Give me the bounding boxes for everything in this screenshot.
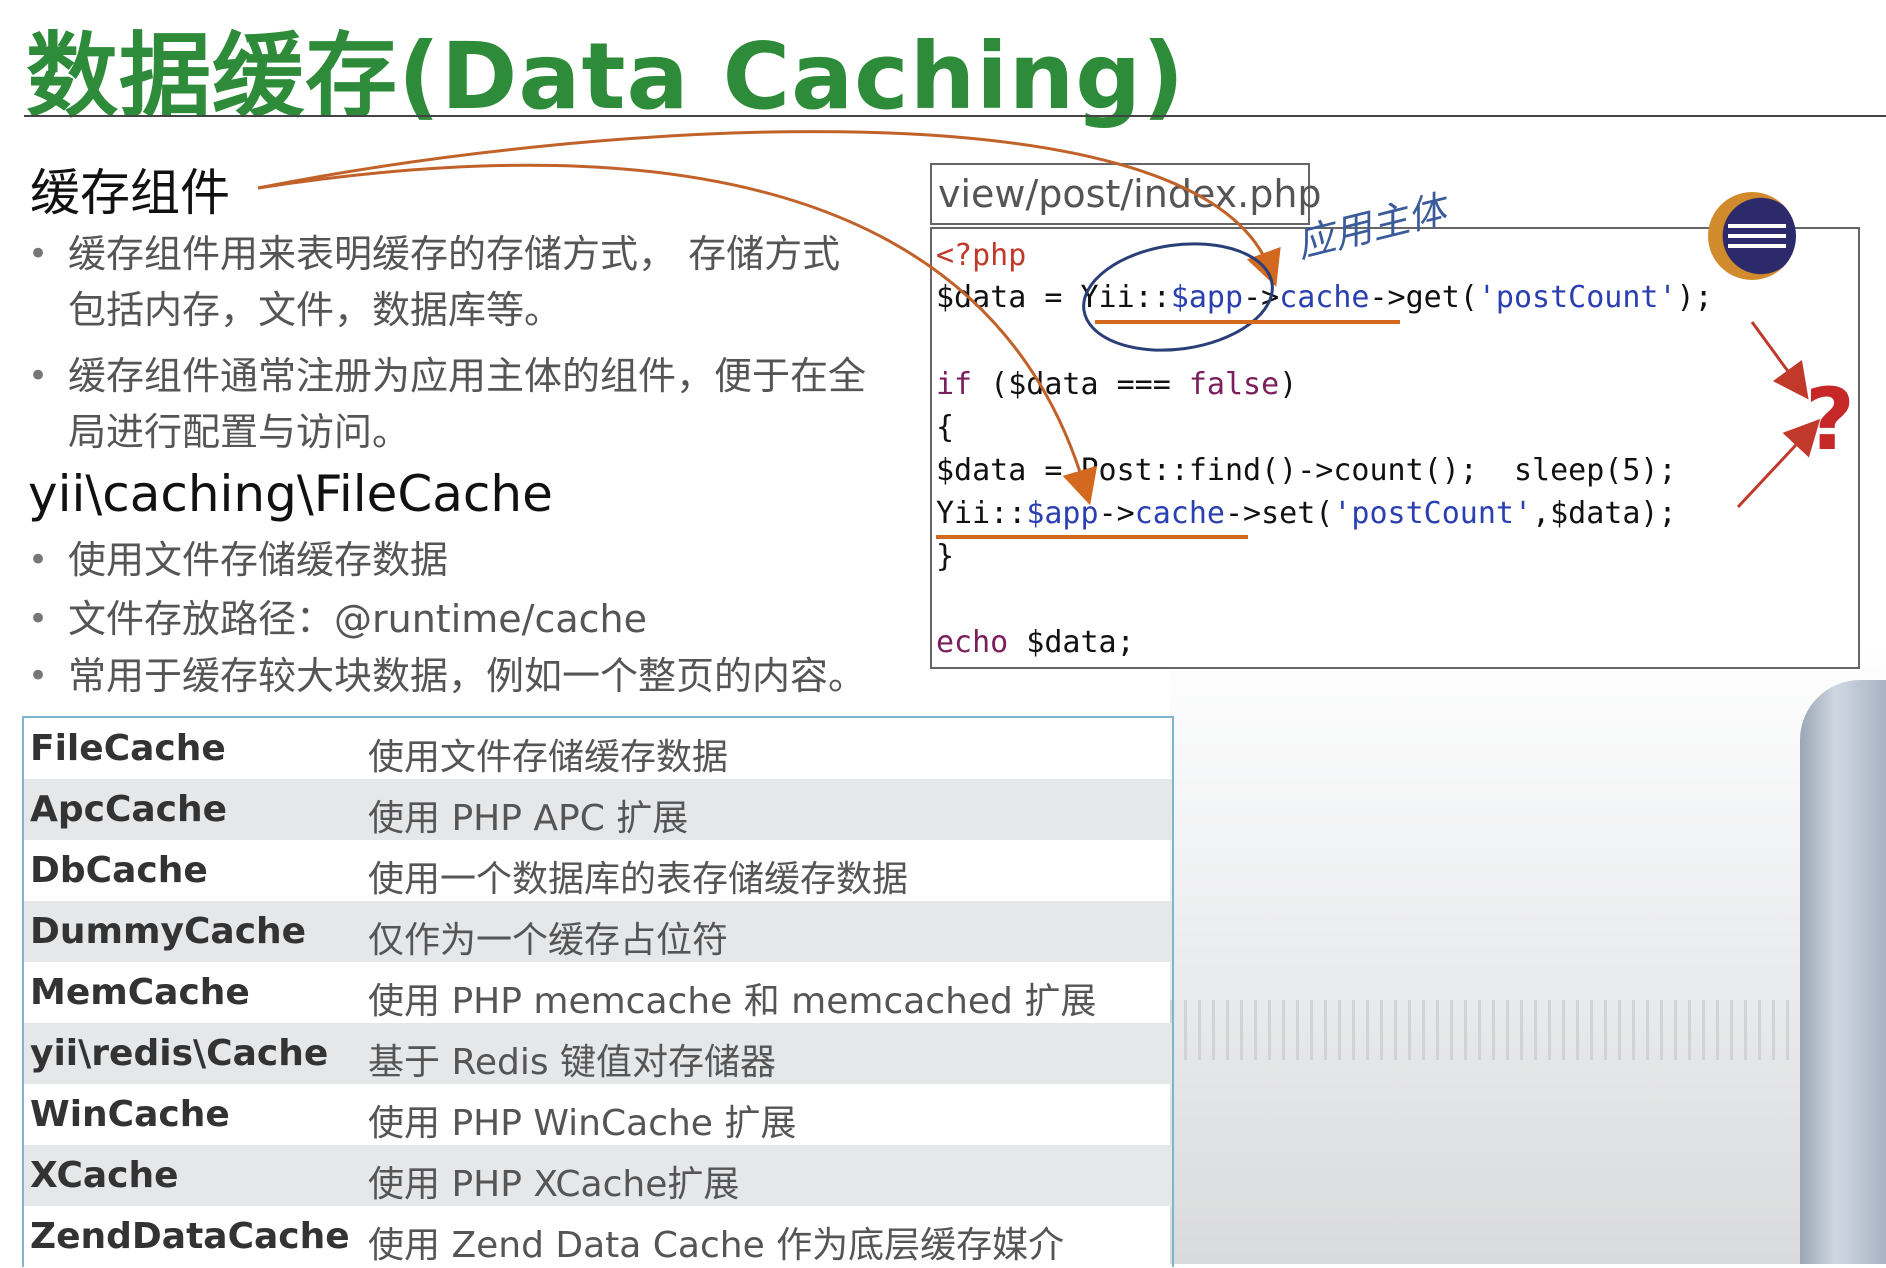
table-cell-name: DbCache [30, 850, 208, 891]
table-cell-name: FileCache [30, 728, 226, 769]
eclipse-icon-stripe [1728, 244, 1786, 248]
table-cell-name: XCache [30, 1155, 179, 1196]
bullet-text: 常用于缓存较大块数据，例如一个整页的内容。 [68, 654, 867, 698]
code-token: cache [1134, 496, 1225, 531]
table-cell-name: ApcCache [30, 789, 228, 830]
table-cell-name: DummyCache [30, 911, 307, 952]
code-line-1: <?php [936, 238, 1026, 273]
table-row: WinCache 使用 PHP WinCache 扩展 [24, 1084, 1172, 1145]
table-cell-name: MemCache [30, 972, 250, 1013]
presenter-image [1800, 680, 1886, 1264]
code-line-8: echo $data; [936, 625, 1135, 660]
table-cell-desc: 使用 PHP memcache 和 memcached 扩展 [368, 981, 1097, 1022]
code-token: ($data === [972, 367, 1189, 402]
table-row: DbCache 使用一个数据库的表存储缓存数据 [24, 840, 1172, 901]
section-heading-filecache: yii\caching\FileCache [28, 465, 553, 523]
table-cell-name: ZendDataCache [30, 1216, 350, 1257]
code-token: -> [1243, 280, 1280, 315]
section-heading-cache-component: 缓存组件 [30, 164, 230, 222]
bullet-dot: • [28, 656, 49, 696]
code-line-3: if ($data === false) [936, 367, 1297, 402]
code-token: ->set( [1225, 496, 1334, 531]
table-cell-name: WinCache [30, 1094, 230, 1135]
code-token: Yii:: [936, 496, 1027, 531]
bullet-dot: • [28, 540, 49, 580]
bullet-dot: • [28, 356, 49, 396]
bullet-item: • 缓存组件用来表明缓存的存储方式， 存储方式 [28, 226, 908, 282]
cache-component-table: FileCache 使用文件存储缓存数据 ApcCache 使用 PHP APC 扩… [22, 716, 1174, 1267]
bullet-item: • 文件存放路径：@runtime/cache [28, 591, 908, 647]
bullet-text: 缓存组件通常注册为应用主体的组件，便于在全 [68, 354, 867, 398]
code-token: 'postCount' [1477, 280, 1677, 315]
eclipse-icon-stripe [1728, 224, 1786, 228]
bullet-text: 局进行配置与访问。 [68, 410, 411, 454]
title-divider [24, 115, 1886, 117]
code-token: ->get( [1369, 280, 1478, 315]
table-row: ZendDataCache 使用 Zend Data Cache 作为底层缓存媒介 [24, 1206, 1172, 1267]
table-cell-desc: 使用文件存储缓存数据 [368, 737, 729, 778]
question-mark: ? [1805, 370, 1855, 470]
code-token: ,$data); [1532, 496, 1677, 531]
code-token: $data = Yii:: [936, 280, 1171, 315]
bullet-dot: • [28, 234, 49, 274]
table-row: yii\redis\Cache 基于 Redis 键值对存储器 [24, 1023, 1172, 1084]
table-row: DummyCache 仅作为一个缓存占位符 [24, 901, 1172, 962]
code-token: echo [936, 625, 1009, 660]
table-cell-desc: 使用 PHP APC 扩展 [368, 798, 689, 839]
code-line-6: Yii::$app->cache->set('postCount',$data)… [936, 496, 1677, 531]
eclipse-icon [1708, 192, 1796, 280]
code-token: cache [1279, 280, 1370, 315]
code-token: $data; [1008, 625, 1135, 660]
code-token: -> [1098, 496, 1135, 531]
background-photo [1170, 640, 1886, 1264]
table-cell-desc: 使用 PHP XCache扩展 [368, 1164, 740, 1205]
code-line-2: $data = Yii::$app->cache->get('postCount… [936, 280, 1713, 315]
bullet-text: 包括内存，文件，数据库等。 [68, 288, 563, 332]
table-cell-name: yii\redis\Cache [30, 1033, 329, 1074]
table-row: XCache 使用 PHP XCache扩展 [24, 1145, 1172, 1206]
table-cell-desc: 基于 Redis 键值对存储器 [368, 1042, 777, 1083]
code-token: 'postCount' [1333, 496, 1533, 531]
bullet-text: 文件存放路径：@runtime/cache [68, 597, 647, 641]
code-token: <?php [936, 238, 1027, 273]
code-line-4: { [936, 410, 955, 445]
bullet-text: 使用文件存储缓存数据 [68, 538, 449, 582]
bullet-continuation: 包括内存，文件，数据库等。 [28, 282, 908, 338]
code-line-7: } [936, 539, 955, 574]
bullet-item: • 使用文件存储缓存数据 [28, 532, 908, 588]
code-token: ); [1676, 280, 1713, 315]
bullet-item: • 缓存组件通常注册为应用主体的组件，便于在全 [28, 348, 908, 404]
table-cell-desc: 使用 PHP WinCache 扩展 [368, 1103, 797, 1144]
table-cell-desc: 仅作为一个缓存占位符 [368, 920, 729, 961]
bullet-dot: • [28, 599, 49, 639]
bullet-item: • 常用于缓存较大块数据，例如一个整页的内容。 [28, 648, 928, 704]
table-row: MemCache 使用 PHP memcache 和 memcached 扩展 [24, 962, 1172, 1023]
code-file-tab-label: view/post/index.php [938, 172, 1322, 216]
page-title: 数据缓存(Data Caching) [26, 23, 1186, 130]
table-row: FileCache 使用文件存储缓存数据 [24, 718, 1172, 779]
pier-image [1170, 1000, 1886, 1060]
eclipse-icon-stripe [1728, 234, 1786, 238]
code-line-5: $data = Post::find()->count(); sleep(5); [936, 453, 1677, 488]
code-token: false [1188, 367, 1280, 402]
table-row: ApcCache 使用 PHP APC 扩展 [24, 779, 1172, 840]
table-cell-desc: 使用一个数据库的表存储缓存数据 [368, 859, 909, 900]
code-token: $app [1026, 496, 1099, 531]
code-token: if [936, 367, 973, 402]
code-token: ) [1279, 367, 1298, 402]
bullet-continuation: 局进行配置与访问。 [28, 404, 908, 460]
table-cell-desc: 使用 Zend Data Cache 作为底层缓存媒介 [368, 1225, 1065, 1266]
code-token: $app [1170, 280, 1244, 315]
bullet-text: 缓存组件用来表明缓存的存储方式， 存储方式 [68, 232, 841, 276]
